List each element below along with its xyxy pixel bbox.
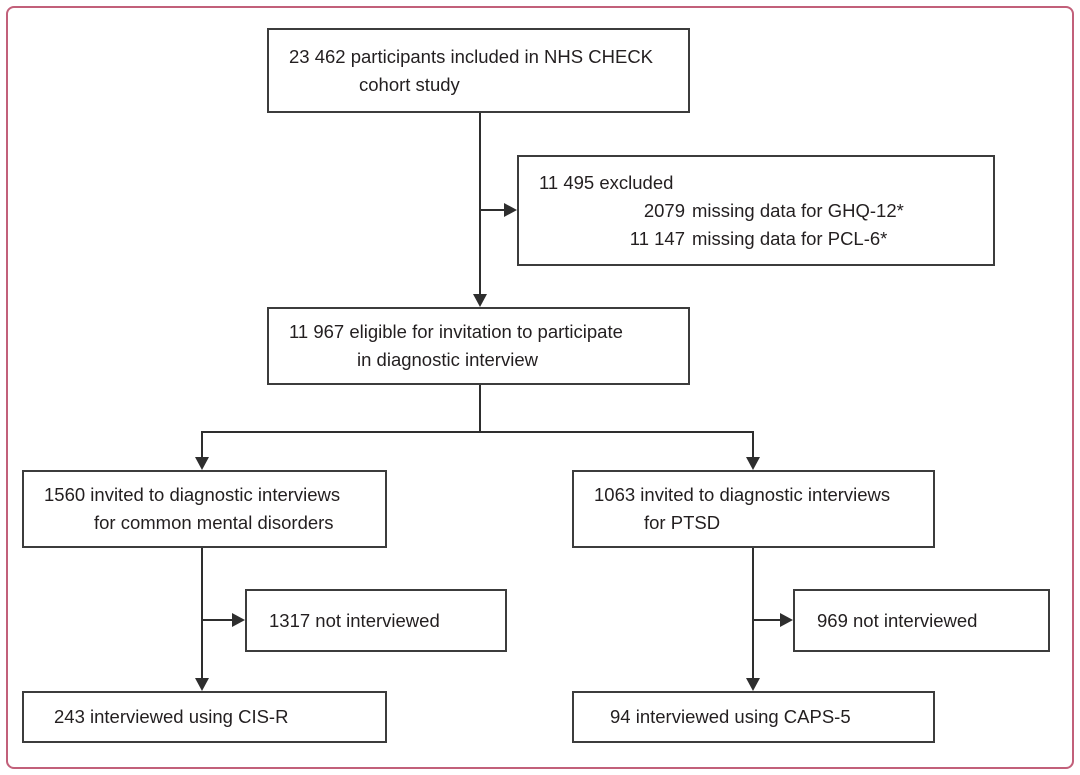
box-eligible-line2: in diagnostic interview xyxy=(357,349,538,370)
excluded-ghq12-count: 2079 xyxy=(643,199,685,221)
box-interviewed-cisr-line1: 243 interviewed using CIS-R xyxy=(54,706,289,727)
box-interviewed-caps5-line1: 94 interviewed using CAPS-5 xyxy=(610,706,851,727)
arrowhead-ptsd-icon xyxy=(746,457,760,470)
arrowhead-not-ptsd-icon xyxy=(780,613,793,627)
box-interviewed-cisr: 243 interviewed using CIS-R xyxy=(22,691,387,743)
arrowhead-excluded-icon xyxy=(504,203,517,217)
box-interviewed-caps5: 94 interviewed using CAPS-5 xyxy=(572,691,935,743)
box-invited-ptsd: 1063 invited to diagnostic interviews fo… xyxy=(572,470,935,548)
arrowhead-not-cmd-icon xyxy=(232,613,245,627)
excluded-pcl6-count: 11 147 xyxy=(629,227,685,249)
box-eligible: 11 967 eligible for invitation to partic… xyxy=(267,307,690,385)
arrowhead-cisr-icon xyxy=(195,678,209,691)
box-invited-ptsd-line1: 1063 invited to diagnostic interviews xyxy=(594,484,891,505)
box-cohort-line1: 23 462 participants included in NHS CHEC… xyxy=(289,45,654,67)
excluded-ghq12-label: missing data for GHQ-12* xyxy=(692,199,904,221)
box-invited-cmd: 1560 invited to diagnostic interviews fo… xyxy=(22,470,387,548)
box-not-interviewed-cmd-line1: 1317 not interviewed xyxy=(269,609,440,631)
box-invited-cmd-line2: for common mental disorders xyxy=(94,512,334,533)
box-not-interviewed-ptsd-line1: 969 not interviewed xyxy=(817,609,978,631)
arrowhead-eligible-icon xyxy=(473,294,487,307)
box-excluded-title: 11 495 excluded xyxy=(539,171,674,193)
arrowhead-caps5-icon xyxy=(746,678,760,691)
box-excluded-item-ghq12: 2079 missing data for GHQ-12* xyxy=(539,197,987,225)
arrowhead-cmd-icon xyxy=(195,457,209,470)
box-excluded: 11 495 excluded 2079 missing data for GHQ… xyxy=(517,155,995,266)
excluded-pcl6-label: missing data for PCL-6* xyxy=(692,227,888,249)
box-cohort: 23 462 participants included in NHS CHEC… xyxy=(267,28,690,113)
box-not-interviewed-cmd: 1317 not interviewed xyxy=(245,589,507,652)
box-not-interviewed-ptsd: 969 not interviewed xyxy=(793,589,1050,652)
box-invited-ptsd-line2: for PTSD xyxy=(644,512,721,533)
box-invited-cmd-line1: 1560 invited to diagnostic interviews xyxy=(44,484,341,505)
box-eligible-line1: 11 967 eligible for invitation to partic… xyxy=(289,321,623,342)
box-excluded-item-pcl6: 11 147 missing data for PCL-6* xyxy=(539,225,987,253)
box-cohort-line2: cohort study xyxy=(359,73,460,95)
